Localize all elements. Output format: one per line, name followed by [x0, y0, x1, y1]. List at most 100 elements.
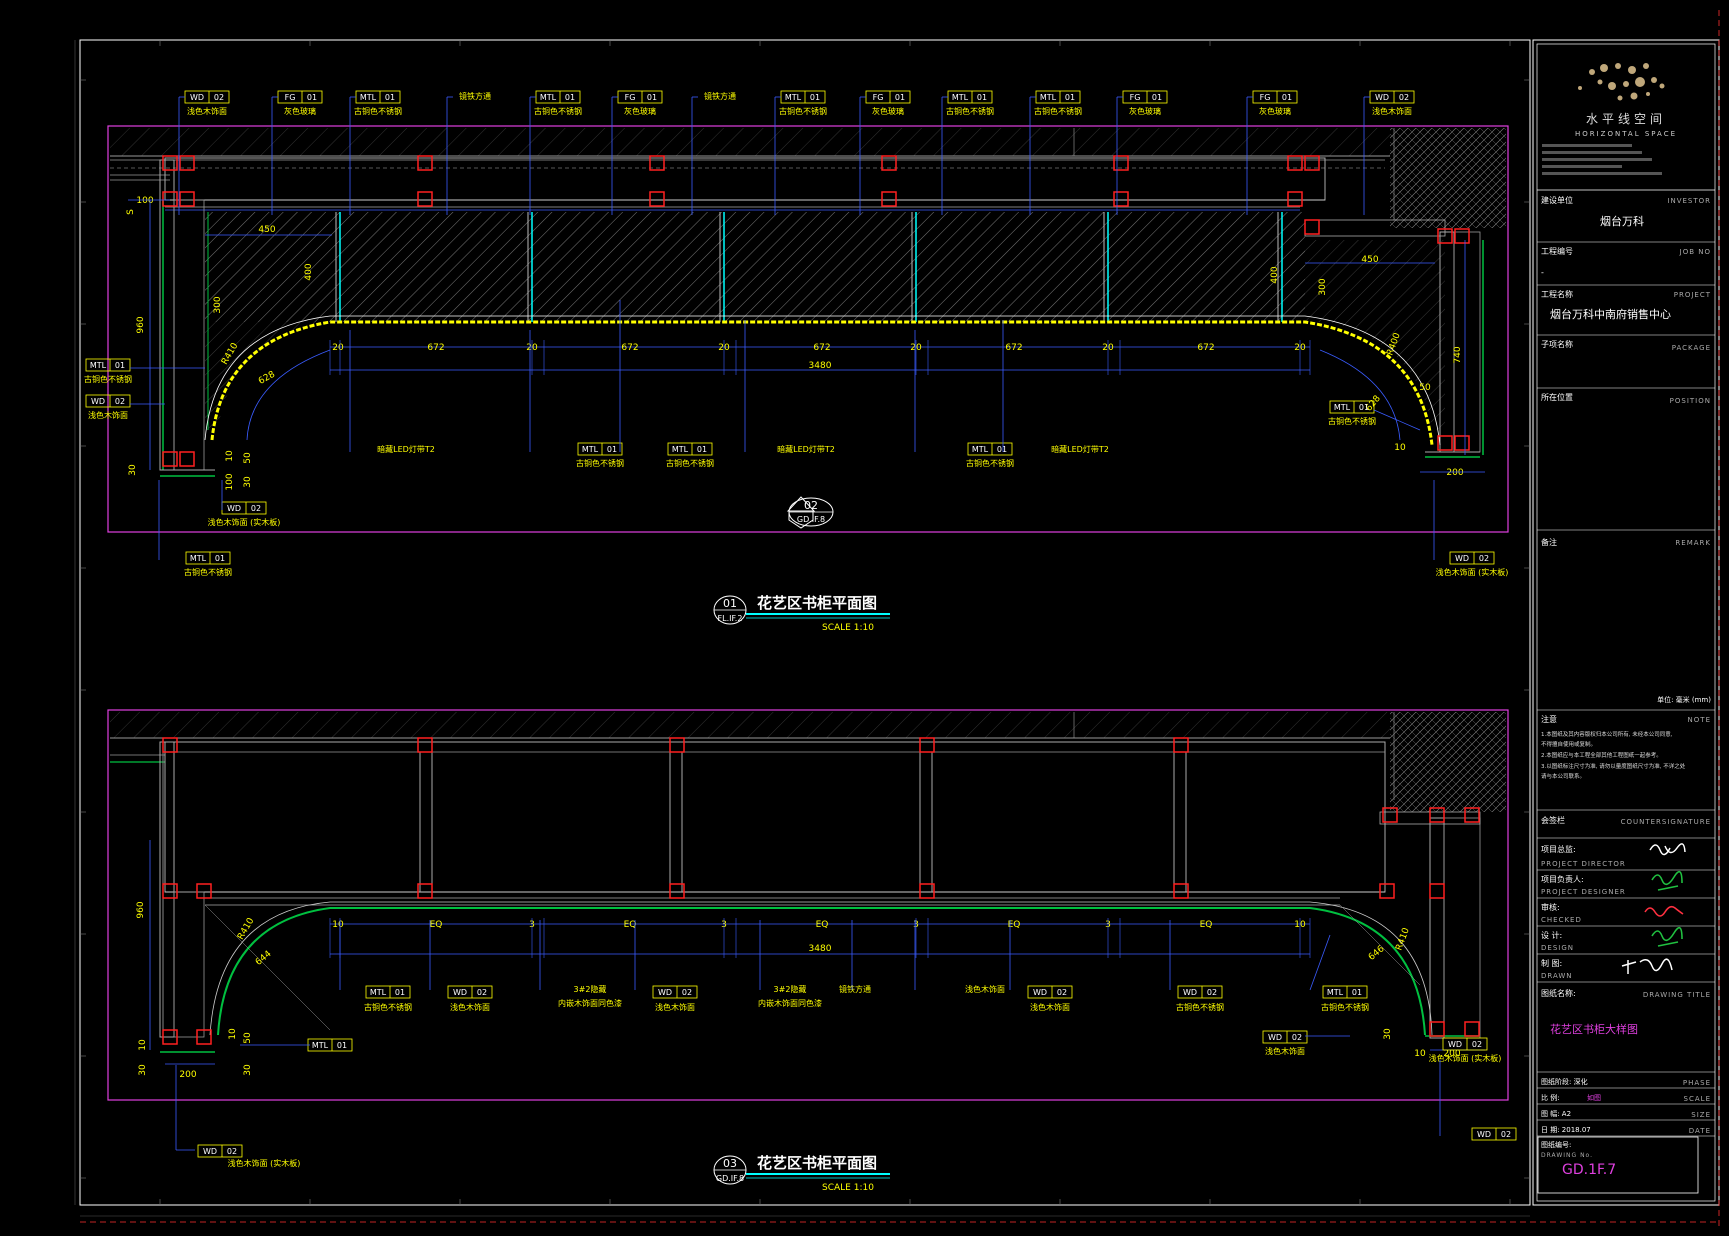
- tag-low-code: MTL: [190, 554, 207, 563]
- dno-label-en: DRAWING No.: [1541, 1152, 1593, 1159]
- tag-top-code: FG: [1260, 93, 1271, 102]
- dim-value: 300: [1318, 278, 1328, 295]
- director-signature: [1649, 843, 1686, 856]
- tag-p3-num: 02: [1057, 988, 1067, 997]
- note-top: 浅色木饰面: [1372, 106, 1412, 116]
- tag-p3-low-code: WD: [203, 1147, 217, 1156]
- investor-value: 烟台万科: [1600, 214, 1644, 228]
- tag-mid-box: [85, 358, 131, 372]
- position-label-en: POSITION: [1670, 397, 1711, 405]
- post-marker: [1437, 228, 1453, 244]
- remark-label-en: REMARK: [1675, 539, 1711, 547]
- scale-value: 如图: [1587, 1093, 1601, 1102]
- tag-top-num: 01: [977, 93, 987, 102]
- tag-top-num: 01: [1152, 93, 1162, 102]
- dim-value: EQ: [1008, 920, 1021, 930]
- dim-value: EQ: [624, 920, 637, 930]
- note-low: 古铜色不锈钢: [184, 567, 232, 577]
- drawing-number-03: 03: [723, 1157, 737, 1170]
- led-note: 暗藏LED灯带T2: [377, 444, 435, 454]
- remark-label: 备注: [1541, 537, 1557, 547]
- tag-low-num: 02: [1479, 554, 1489, 563]
- note-line-3: 2.本图纸应与本工程全部其他工程图纸一起参考。: [1541, 751, 1662, 759]
- tag-p3-code: WD: [658, 988, 672, 997]
- note-mid: 古铜色不锈钢: [576, 458, 624, 468]
- drawing-title-text-01: 花艺区书柜平面图: [757, 594, 877, 612]
- note-top: 古铜色不锈钢: [946, 106, 994, 116]
- dim-value: 672: [813, 343, 830, 353]
- size-label-en: SIZE: [1691, 1111, 1711, 1119]
- note-mid: 古铜色不锈钢: [1328, 416, 1376, 426]
- tag-p3-box: [1262, 1030, 1308, 1044]
- designer-label: 项目负责人:: [1541, 874, 1584, 884]
- note-low: 浅色木饰面 (实木板): [1436, 567, 1509, 577]
- position-label: 所在位置: [1541, 392, 1573, 402]
- dim-value: 30: [243, 476, 253, 488]
- tag-top-code: FG: [285, 93, 296, 102]
- dim-value: 50: [1419, 383, 1431, 393]
- note-top: 镜铁方通: [704, 91, 736, 101]
- tag-low-num: 01: [215, 554, 225, 563]
- tag-p3-right-num: 02: [1501, 1130, 1511, 1139]
- note-label: 注意: [1541, 714, 1557, 724]
- dim-value: 672: [1197, 343, 1214, 353]
- post-marker: [417, 737, 433, 753]
- post-marker: [1287, 191, 1303, 207]
- note-top: 灰色玻璃: [872, 106, 904, 116]
- post-marker: [1464, 1021, 1480, 1037]
- tag-p3-num: 01: [395, 988, 405, 997]
- tag-p3-num: 02: [682, 988, 692, 997]
- post-marker: [1304, 155, 1320, 171]
- tag-p3-code: MTL: [312, 1041, 329, 1050]
- tag-top-code: WD: [190, 93, 204, 102]
- note-p3: 浅色木饰面 (实木板): [228, 1158, 301, 1168]
- tag-top-num: 01: [307, 93, 317, 102]
- company-name-en: HORIZONTAL SPACE: [1575, 130, 1677, 138]
- dim-value: 10: [332, 920, 344, 930]
- note-label-en: NOTE: [1688, 716, 1711, 724]
- post-marker: [1382, 807, 1398, 823]
- note-p3: 浅色木饰面: [450, 1002, 490, 1012]
- tag-top-num: 01: [810, 93, 820, 102]
- dim-value: 10: [1414, 1049, 1426, 1059]
- dim-value: 672: [621, 343, 638, 353]
- post-marker: [669, 883, 685, 899]
- section-ref: GD.IF.8: [797, 515, 825, 524]
- tag-p3-num: 02: [1292, 1033, 1302, 1042]
- led-note: 暗藏LED灯带T2: [777, 444, 835, 454]
- design-signature: [1651, 926, 1683, 947]
- checked-label: 审核:: [1541, 902, 1560, 912]
- note-low: 浅色木饰面 (实木板): [208, 517, 281, 527]
- dim-value: 100: [225, 473, 235, 490]
- dtitle-label-en: DRAWING TITLE: [1643, 991, 1711, 999]
- tag-p3-num: 02: [1207, 988, 1217, 997]
- tag-low-box: [1449, 551, 1495, 565]
- tag-p3-box: [1027, 985, 1073, 999]
- led-note: 暗藏LED灯带T2: [1051, 444, 1109, 454]
- dim-value: EQ: [816, 920, 829, 930]
- tag-top-code: MTL: [1040, 93, 1057, 102]
- checked-label-en: CHECKED: [1541, 916, 1582, 924]
- tag-mid-box: [1329, 400, 1375, 414]
- note-top: 古铜色不锈钢: [354, 106, 402, 116]
- note-line-2: 不得擅自使用或复制。: [1541, 740, 1596, 748]
- tag-mid-code: WD: [91, 397, 105, 406]
- note-mid: 古铜色不锈钢: [84, 374, 132, 384]
- tag-top-code: FG: [625, 93, 636, 102]
- countersign-label-en: COUNTERSIGNATURE: [1621, 818, 1711, 826]
- note-mid: 古铜色不锈钢: [666, 458, 714, 468]
- dim-value: 200: [1443, 1049, 1460, 1059]
- tag-p3-code: WD: [1448, 1040, 1462, 1049]
- tag-mid-code: MTL: [672, 445, 689, 454]
- post-marker: [1113, 155, 1129, 171]
- tag-p3-box: [365, 985, 411, 999]
- phase-label-en: PHASE: [1683, 1079, 1711, 1087]
- tag-mid-num: 02: [115, 397, 125, 406]
- note-p3: 浅色木饰面: [1030, 1002, 1070, 1012]
- date-label-en: DATE: [1689, 1127, 1711, 1135]
- tag-mid-code: MTL: [972, 445, 989, 454]
- dno-value: GD.1F.7: [1562, 1162, 1616, 1178]
- dtitle-value: 花艺区书柜大样图: [1550, 1022, 1638, 1036]
- tag-p3-code: MTL: [370, 988, 387, 997]
